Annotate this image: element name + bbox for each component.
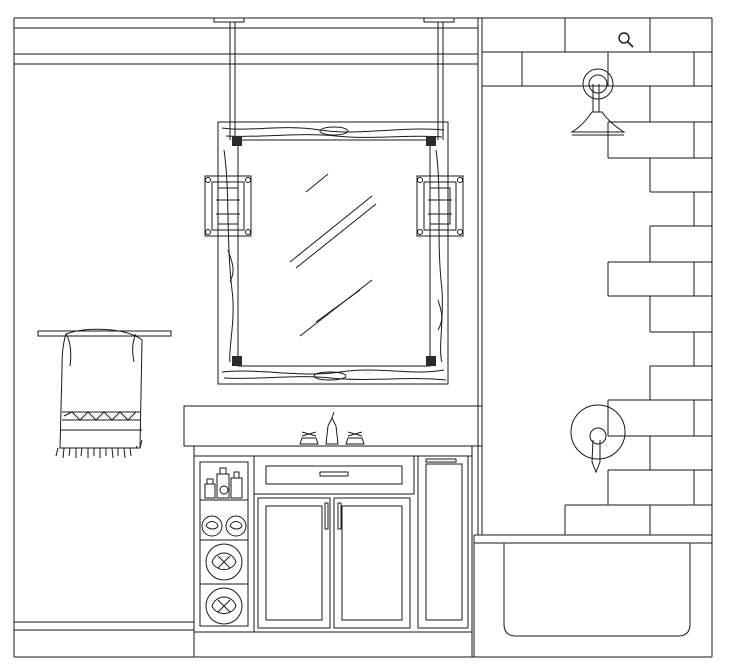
room-frame bbox=[14, 18, 712, 657]
vanity-tall-cabinet bbox=[418, 456, 468, 628]
mirror-hanging-rods bbox=[230, 22, 443, 140]
vanity-door-right bbox=[334, 498, 410, 628]
vanity-cabinet bbox=[194, 456, 472, 657]
faucet bbox=[300, 412, 364, 444]
sconce-right bbox=[417, 176, 463, 236]
shelf-bottles bbox=[205, 468, 242, 498]
rolled-towels bbox=[202, 516, 246, 624]
mirror bbox=[218, 122, 448, 384]
bathtub bbox=[474, 535, 712, 657]
open-shelving bbox=[194, 456, 254, 632]
towel-fringe bbox=[56, 440, 142, 458]
baseboard bbox=[14, 622, 194, 630]
zoom-button[interactable] bbox=[612, 28, 640, 52]
hand-towel bbox=[56, 329, 142, 458]
towel-bar bbox=[38, 331, 171, 336]
vanity-drawer bbox=[254, 456, 414, 494]
ceiling-soffit bbox=[14, 18, 478, 64]
vanity-door-left bbox=[258, 498, 330, 628]
magnifier-icon bbox=[618, 32, 634, 48]
sconce-left bbox=[205, 176, 251, 236]
shower-partition bbox=[478, 18, 712, 535]
shower-head bbox=[572, 69, 624, 135]
subway-tile-wall bbox=[482, 18, 712, 535]
shower-valve bbox=[571, 405, 625, 472]
